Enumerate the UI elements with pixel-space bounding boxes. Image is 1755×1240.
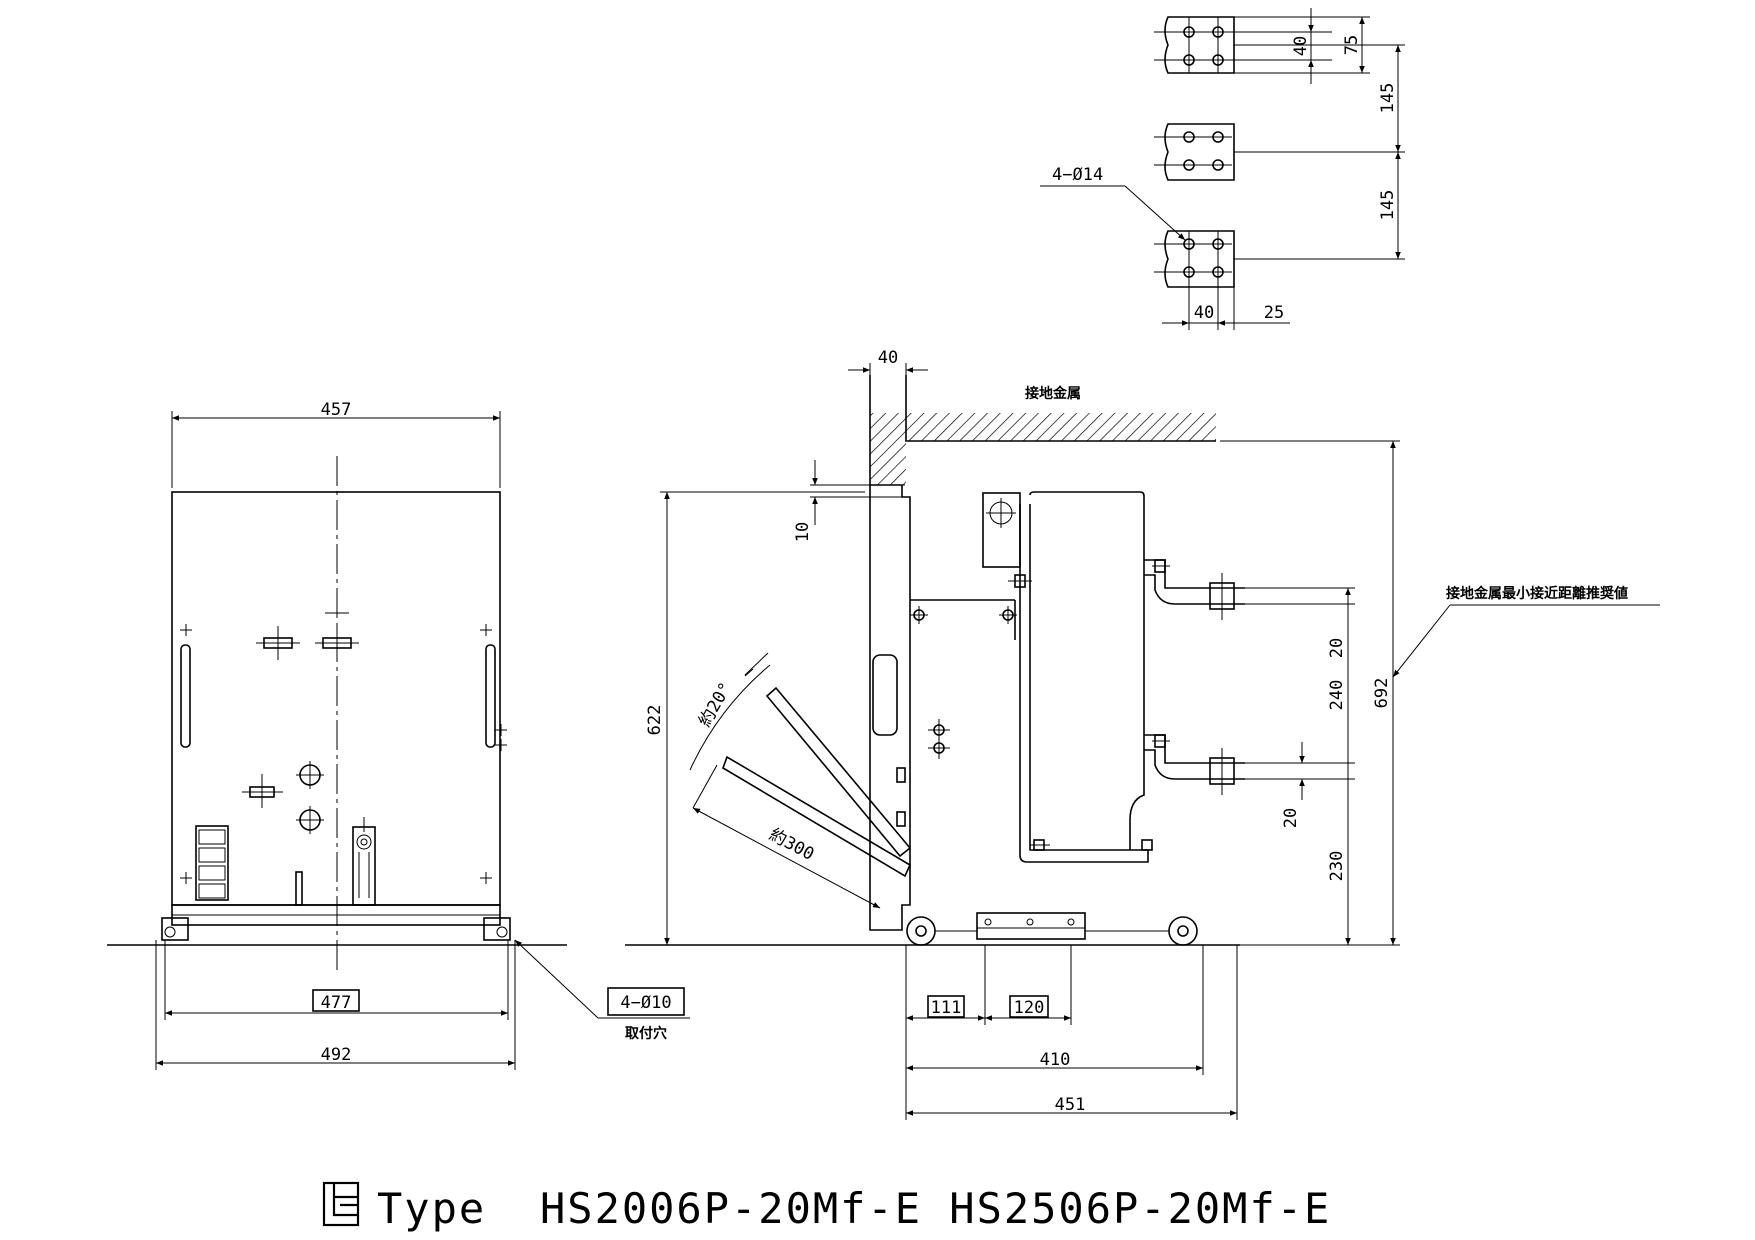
dim-spacing-145a: 145 bbox=[1378, 83, 1398, 114]
dim-term-240: 240 bbox=[1327, 680, 1347, 711]
front-lower-bolts bbox=[242, 761, 324, 834]
terminal-hole-label: 4−Ø14 bbox=[1052, 165, 1103, 185]
dim-pitch-40h: 40 bbox=[1194, 303, 1214, 323]
dim-pitch-40v: 40 bbox=[1291, 36, 1311, 56]
right-handle-slot bbox=[485, 644, 496, 748]
front-housing bbox=[171, 491, 501, 906]
title-block: Type HS2006P-20Mf-E HS2506P-20Mf-E bbox=[322, 1181, 1331, 1233]
side-housing bbox=[896, 491, 1153, 863]
side-view: 接地金属 bbox=[625, 348, 1660, 1120]
mount-hole-label: 4−Ø10 bbox=[620, 993, 671, 1013]
side-terminals bbox=[1144, 559, 1245, 795]
side-wheels bbox=[906, 912, 1198, 946]
dim-width-75: 75 bbox=[1342, 35, 1362, 55]
dim-edge-25: 25 bbox=[1264, 303, 1284, 323]
front-lever bbox=[295, 871, 303, 906]
dim-wheel-111: 111 bbox=[931, 998, 962, 1018]
dim-side-692: 692 bbox=[1372, 678, 1392, 709]
dim-side-40: 40 bbox=[878, 348, 898, 368]
control-box bbox=[982, 492, 1021, 568]
dim-term-20a: 20 bbox=[1327, 638, 1347, 658]
front-nameplate bbox=[195, 825, 229, 901]
front-door bbox=[869, 484, 911, 931]
front-view: 457 477 492 4−Ø10 取付穴 bbox=[107, 400, 690, 1070]
title-models: HS2006P-20Mf-E HS2506P-20Mf-E bbox=[540, 1184, 1331, 1233]
dim-term-230: 230 bbox=[1327, 851, 1347, 882]
dim-side-451: 451 bbox=[1055, 1095, 1086, 1115]
door-radius-label: 約300 bbox=[766, 825, 818, 865]
dim-477: 477 bbox=[321, 993, 352, 1013]
terminal-detail: 40 75 145 145 40 25 4−Ø14 bbox=[1040, 8, 1405, 330]
ground-metal-label: 接地金属 bbox=[1025, 385, 1081, 402]
front-counter bbox=[352, 817, 376, 906]
front-upper-bolts bbox=[256, 612, 359, 660]
dim-side-410: 410 bbox=[1040, 1050, 1071, 1070]
maker-logo bbox=[322, 1181, 360, 1227]
dim-spacing-145b: 145 bbox=[1378, 190, 1398, 221]
dim-457: 457 bbox=[321, 400, 352, 420]
title-prefix: Type bbox=[377, 1184, 486, 1233]
dim-term-20b: 20 bbox=[1281, 808, 1301, 828]
ground-metal-wall bbox=[869, 375, 1216, 485]
mount-hole-note: 取付穴 bbox=[625, 1025, 667, 1042]
dim-492: 492 bbox=[321, 1045, 352, 1065]
min-distance-label: 接地金属最小接近距離推奨値 bbox=[1446, 585, 1628, 602]
dim-side-10: 10 bbox=[793, 522, 813, 542]
dim-side-622: 622 bbox=[645, 705, 665, 736]
left-handle-slot bbox=[180, 644, 191, 748]
dim-wheel-120: 120 bbox=[1014, 998, 1045, 1018]
terminal-plate-3 bbox=[1154, 230, 1405, 330]
terminal-plate-1 bbox=[1154, 16, 1332, 74]
terminal-plate-2 bbox=[1154, 123, 1405, 181]
